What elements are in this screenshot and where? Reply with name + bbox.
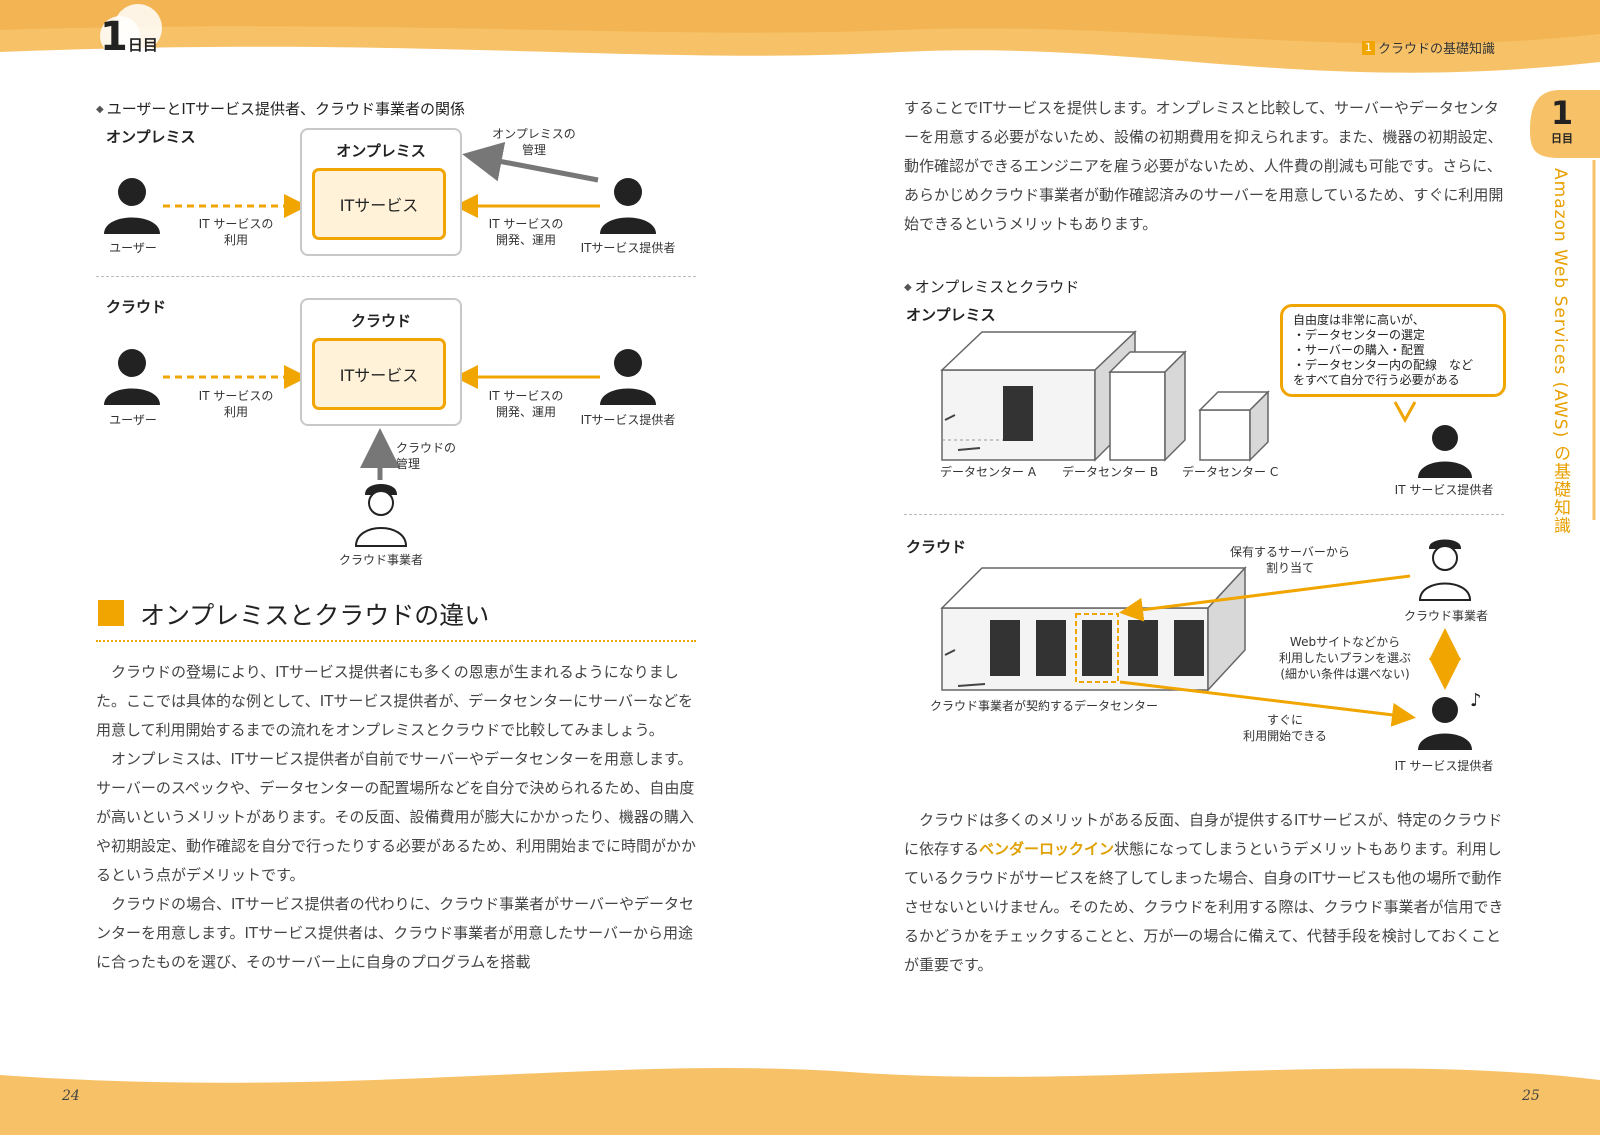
provider-bottom-label: IT サービス提供者 — [1394, 759, 1494, 773]
left-body: クラウドの登場により、ITサービス提供者にも多くの恩恵が生まれるようになりました… — [96, 658, 698, 977]
page-number-left: 24 — [62, 1088, 80, 1104]
side-title: Amazon Web Services (AWS) の基礎知識 — [1550, 168, 1570, 535]
day-label: 日目 — [127, 36, 158, 54]
page-number-right: 25 — [1522, 1088, 1540, 1104]
cloud-section-label: クラウド — [106, 298, 167, 316]
cloud-use-label: IT サービスの利用 — [198, 389, 274, 419]
onprem-provider-label: ITサービス提供者 — [580, 241, 676, 255]
choose-label: Webサイトなどから利用したいプランを選ぶ(細かい条件は選べない) — [1278, 635, 1411, 681]
onprem-box-title: オンプレミス — [336, 142, 426, 160]
section-underline — [96, 640, 696, 642]
onprem-dev-label: IT サービスの開発、運用 — [488, 217, 564, 247]
running-head-number: 1 — [1362, 40, 1375, 55]
onprem2-label: オンプレミス — [906, 306, 996, 324]
cloud-dev-label: IT サービスの開発、運用 — [488, 389, 564, 419]
cloud2-label: クラウド — [906, 538, 967, 556]
cloud-provider-label: ITサービス提供者 — [580, 413, 676, 427]
dc-a-label: データセンター A — [940, 465, 1037, 479]
cloud-operator-label: クラウド事業者 — [338, 553, 423, 567]
onprem-it-service: ITサービス — [312, 168, 446, 240]
alloc-label: 保有するサーバーから割り当て — [1230, 545, 1350, 575]
side-tab: 1 日目 — [1540, 96, 1584, 146]
bubble-line: ・サーバーの購入・配置 — [1293, 343, 1425, 357]
cloud-box-title: クラウド — [350, 312, 411, 330]
section-title: オンプレミスとクラウドの違い — [140, 601, 490, 630]
onprem-manage-label: オンプレミスの管理 — [492, 127, 576, 157]
day-badge-left: 1日目 — [100, 14, 158, 60]
paragraph: オンプレミスは、ITサービス提供者が自前でサーバーやデータセンターを用意します。… — [96, 750, 697, 884]
onprem-box: オンプレミス ITサービス — [300, 128, 462, 256]
provider-top-label: IT サービス提供者 — [1394, 483, 1494, 497]
operator-right-label: クラウド事業者 — [1403, 609, 1488, 623]
cloud-it-service: ITサービス — [312, 338, 446, 410]
section-marker — [98, 600, 124, 626]
day-number: 1 — [100, 14, 128, 60]
right-bottom-paragraph: クラウドは多くのメリットがある反面、自身が提供するITサービスが、特定のクラウド… — [904, 811, 1504, 974]
svg-text:♪: ♪ — [1470, 690, 1482, 711]
cloud-manage-label: クラウドの管理 — [396, 441, 457, 471]
start-label: すぐに利用開始できる — [1243, 713, 1327, 743]
onprem-use-label: IT サービスの利用 — [198, 217, 274, 247]
bubble-line: 自由度は非常に高いが、 — [1293, 313, 1425, 327]
cloud-box: クラウド ITサービス — [300, 298, 462, 426]
side-tab-number: 1 — [1550, 94, 1574, 132]
freedom-bubble: 自由度は非常に高いが、 ・データセンターの選定 ・サーバーの購入・配置 ・データ… — [1280, 304, 1506, 397]
diagram2-caption: ◆オンプレミスとクラウド — [904, 278, 1080, 296]
running-head: 1 クラウドの基礎知識 — [1362, 38, 1495, 57]
bubble-line: をすべて自分で行う必要がある — [1293, 373, 1460, 387]
dc-c-label: データセンター C — [1182, 465, 1279, 479]
right-top-paragraph: することでITサービスを提供します。オンプレミスと比較して、サーバーやデータセン… — [904, 99, 1504, 233]
running-head-title: クラウドの基礎知識 — [1378, 42, 1496, 57]
onprem-user-label: ユーザー — [109, 241, 157, 255]
divider — [96, 276, 696, 277]
diagram1-caption: ◆ユーザーとITサービス提供者、クラウド事業者の関係 — [96, 100, 465, 118]
cloud-user-label: ユーザー — [109, 413, 157, 427]
bubble-line: ・データセンター内の配線 など — [1293, 358, 1474, 372]
paragraph: クラウドの場合、ITサービス提供者の代わりに、クラウド事業者がサーバーやデータセ… — [96, 895, 694, 971]
paragraph: クラウドの登場により、ITサービス提供者にも多くの恩恵が生まれるようになりました… — [96, 663, 693, 739]
vendor-lockin-highlight: ベンダーロックイン — [979, 840, 1115, 858]
dc-cloud-label: クラウド事業者が契約するデータセンター — [930, 699, 1159, 713]
side-tab-label: 日目 — [1551, 132, 1573, 145]
divider-right — [904, 514, 1504, 515]
bubble-line: ・データセンターの選定 — [1293, 328, 1426, 342]
onprem-section-label: オンプレミス — [106, 128, 196, 146]
dc-b-label: データセンター B — [1062, 465, 1159, 479]
